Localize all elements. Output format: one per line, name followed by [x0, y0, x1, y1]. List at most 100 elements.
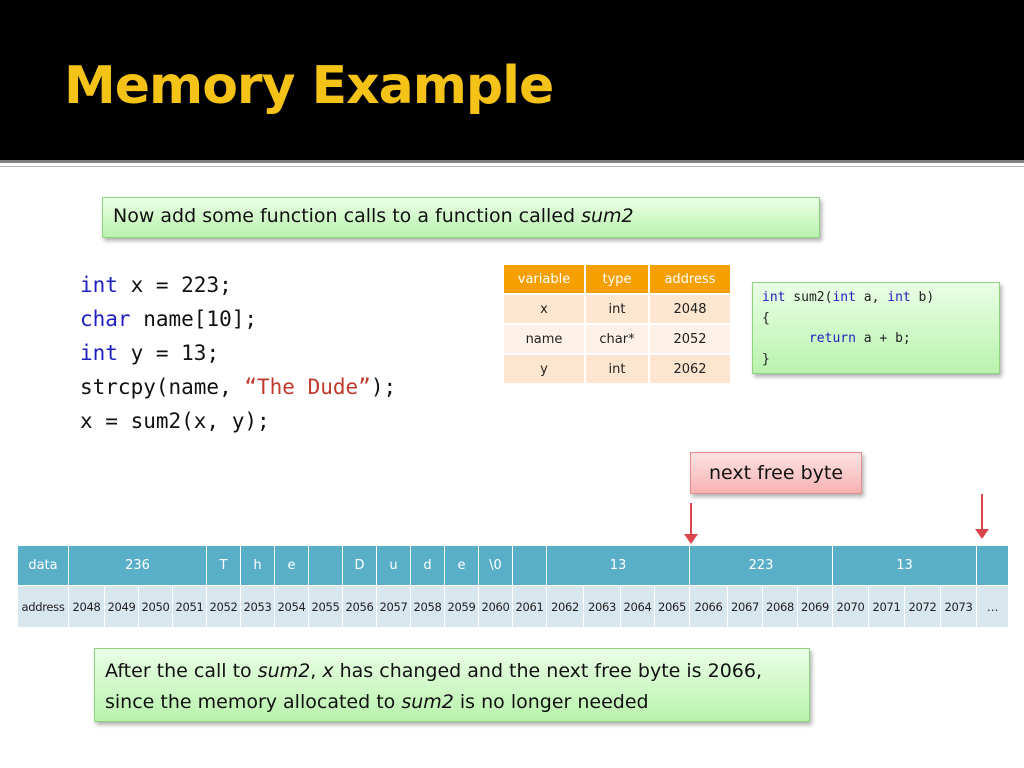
- title-divider: [0, 160, 1024, 163]
- conclusion-emphasis: sum2: [257, 660, 311, 682]
- memory-address-cell: 2052: [207, 586, 241, 628]
- memory-address-cell: 2068: [763, 586, 798, 628]
- variable-table-cell: y: [504, 355, 586, 385]
- memory-data-cell: d: [411, 546, 445, 586]
- memory-address-cell: 2060: [479, 586, 513, 628]
- sum2-code-line: int sum2(int a, int b): [762, 288, 990, 309]
- intro-note: Now add some function calls to a functio…: [102, 197, 820, 238]
- next-free-byte-label: next free byte: [690, 452, 862, 494]
- code-line: int x = 223;: [80, 268, 396, 302]
- memory-data-cell: h: [241, 546, 275, 586]
- variable-table-cell: 2052: [650, 325, 732, 355]
- variable-table-cell: int: [586, 295, 650, 325]
- variable-table-row: x int 2048: [504, 295, 732, 325]
- code-line: x = sum2(x, y);: [80, 404, 396, 438]
- main-code-block: int x = 223;char name[10];int y = 13;str…: [80, 268, 396, 438]
- code-token: x = sum2(x, y);: [80, 409, 270, 433]
- memory-address-cell: 2070: [833, 586, 869, 628]
- code-token: );: [370, 375, 397, 399]
- slide-title: Memory Example: [64, 56, 554, 116]
- code-line: char name[10];: [80, 302, 396, 336]
- memory-data-cell: e: [445, 546, 479, 586]
- memory-data-cell: u: [377, 546, 411, 586]
- memory-data-cell: 223: [690, 546, 833, 586]
- memory-address-cell: 2048: [69, 586, 105, 628]
- memory-data-cell: D: [343, 546, 377, 586]
- code-token: {: [762, 310, 770, 326]
- code-line: strcpy(name, “The Dude”);: [80, 370, 396, 404]
- memory-address-cell: 2059: [445, 586, 479, 628]
- memory-data-cell: [309, 546, 343, 586]
- code-token: a + b;: [855, 331, 911, 346]
- conclusion-note: After the call to sum2, x has changed an…: [94, 648, 810, 722]
- code-token: }: [762, 351, 770, 367]
- memory-address-cell: 2055: [309, 586, 343, 628]
- memory-address-cell: 2069: [798, 586, 833, 628]
- memory-address-cell: 2053: [241, 586, 275, 628]
- variable-table-cell: name: [504, 325, 586, 355]
- memory-address-cell: 2058: [411, 586, 445, 628]
- variable-table-header: address: [650, 265, 732, 295]
- variable-table-cell: 2048: [650, 295, 732, 325]
- conclusion-emphasis: sum2: [401, 691, 454, 713]
- memory-data-cell: e: [275, 546, 309, 586]
- end-arrow: [975, 494, 989, 539]
- memory-address-cell: 2073: [941, 586, 977, 628]
- memory-data-label: data: [18, 546, 69, 586]
- conclusion-text: After the call to: [105, 660, 258, 682]
- variable-table-row: y int 2062: [504, 355, 732, 385]
- code-token: y = 13;: [117, 341, 220, 365]
- sum2-code-line: }: [762, 350, 990, 371]
- code-keyword: return: [808, 331, 856, 346]
- memory-address-cell: 2065: [655, 586, 690, 628]
- conclusion-text: has changed and the next free byte is 20…: [105, 660, 762, 713]
- variable-table-cell: 2062: [650, 355, 732, 385]
- memory-address-cell: 2049: [105, 586, 139, 628]
- code-keyword: int: [887, 290, 911, 305]
- variable-table-cell: int: [586, 355, 650, 385]
- memory-address-cell: 2062: [547, 586, 584, 628]
- code-token: name[10];: [130, 307, 258, 331]
- next-free-arrow: [684, 503, 698, 544]
- intro-note-emphasis: sum2: [581, 205, 634, 227]
- code-token: a,: [855, 290, 888, 305]
- variable-table-cell: char*: [586, 325, 650, 355]
- memory-address-cell: 2056: [343, 586, 377, 628]
- memory-address-cell: 2067: [728, 586, 763, 628]
- title-divider-thin: [0, 166, 1024, 167]
- memory-address-cell: 2072: [905, 586, 941, 628]
- sum2-code-box: int sum2(int a, int b){ return a + b;}: [752, 282, 1000, 374]
- variable-table: variable type address x int 2048 name ch…: [504, 265, 732, 385]
- code-keyword: int: [762, 290, 786, 305]
- variable-table-header: variable: [504, 265, 586, 295]
- conclusion-emphasis: x: [322, 660, 334, 682]
- code-token: b): [910, 290, 935, 305]
- code-line: int y = 13;: [80, 336, 396, 370]
- conclusion-text: ,: [310, 660, 323, 682]
- code-token: strcpy(name,: [80, 375, 245, 399]
- memory-address-label: address: [18, 586, 69, 628]
- code-token: [762, 331, 809, 346]
- memory-data-cell: [977, 546, 1009, 586]
- code-keyword: int: [80, 341, 118, 365]
- memory-data-cell: [513, 546, 547, 586]
- memory-address-cell: 2050: [139, 586, 173, 628]
- memory-data-cell: 13: [547, 546, 690, 586]
- code-keyword: int: [832, 290, 856, 305]
- sum2-code-line: {: [762, 309, 990, 330]
- code-keyword: char: [80, 307, 131, 331]
- memory-address-cell: 2054: [275, 586, 309, 628]
- code-token: sum2(: [785, 290, 833, 305]
- memory-address-cell: …: [977, 586, 1009, 628]
- conclusion-text: is no longer needed: [453, 691, 649, 713]
- title-bar: Memory Example: [0, 0, 1024, 160]
- memory-address-cell: 2051: [173, 586, 207, 628]
- memory-address-cell: 2057: [377, 586, 411, 628]
- memory-data-cell: \0: [479, 546, 513, 586]
- variable-table-header: type: [586, 265, 650, 295]
- variable-table-header-row: variable type address: [504, 265, 732, 295]
- memory-address-cell: 2066: [690, 586, 728, 628]
